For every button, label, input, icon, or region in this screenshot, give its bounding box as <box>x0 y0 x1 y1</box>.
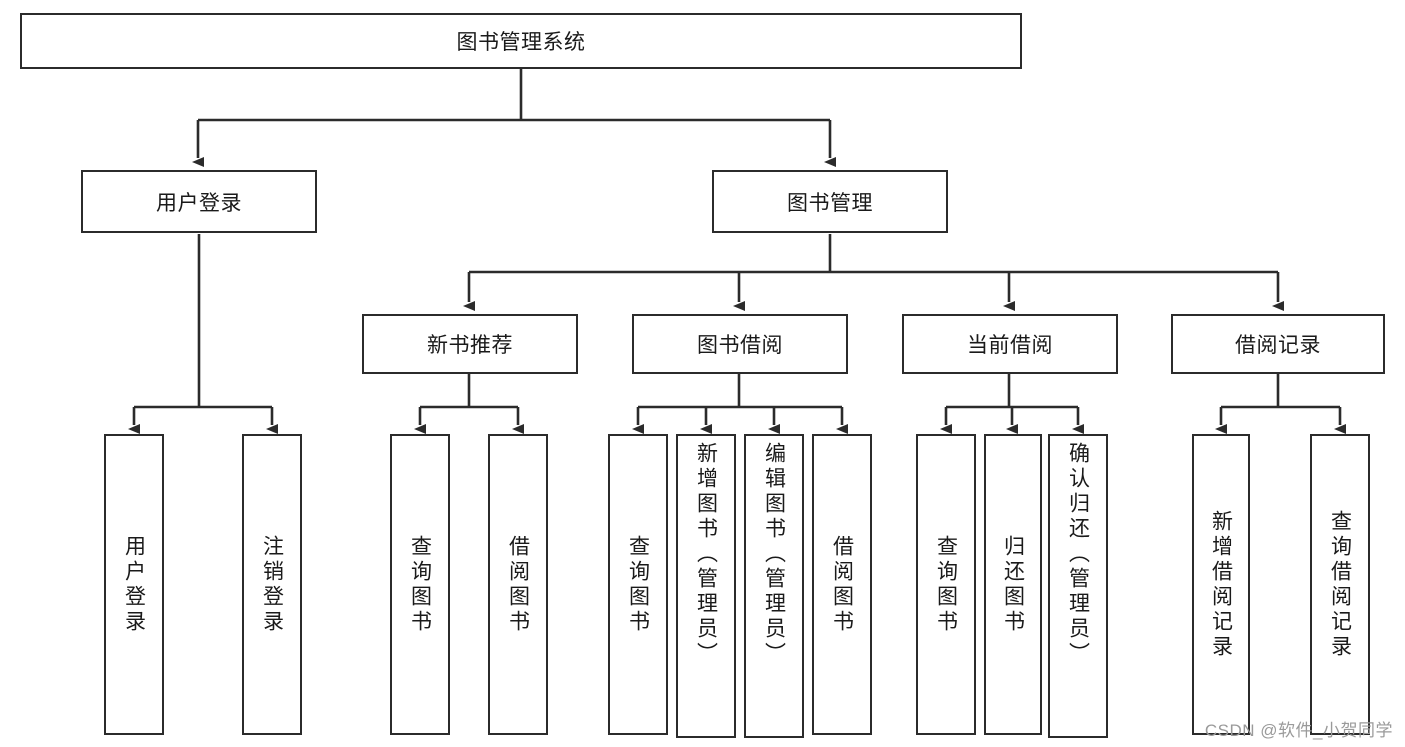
node-borrow-record-label: 借阅记录 <box>1235 334 1321 357</box>
node-root[interactable]: 图书管理系统 <box>20 13 1022 69</box>
leaf-add-book[interactable]: 新增图书（管理员） <box>676 434 736 738</box>
leaf-query-book-1[interactable]: 查询图书 <box>390 434 450 735</box>
leaf-query-book-3[interactable]: 查询图书 <box>916 434 976 735</box>
node-borrow-record[interactable]: 借阅记录 <box>1171 314 1385 374</box>
leaf-borrow-book-1-label: 借阅图书 <box>506 534 530 635</box>
leaf-query-record-label: 查询借阅记录 <box>1328 509 1352 660</box>
node-current-borrow[interactable]: 当前借阅 <box>902 314 1118 374</box>
leaf-borrow-book-2[interactable]: 借阅图书 <box>812 434 872 735</box>
node-book-borrow-label: 图书借阅 <box>697 334 783 357</box>
leaf-return-book[interactable]: 归还图书 <box>984 434 1042 735</box>
leaf-logout[interactable]: 注销登录 <box>242 434 302 735</box>
leaf-query-record[interactable]: 查询借阅记录 <box>1310 434 1370 735</box>
leaf-borrow-book-1[interactable]: 借阅图书 <box>488 434 548 735</box>
leaf-add-record-label: 新增借阅记录 <box>1209 509 1233 660</box>
leaf-user-login-label: 用户登录 <box>122 534 146 635</box>
leaf-confirm-return[interactable]: 确认归还（管理员） <box>1048 434 1108 738</box>
leaf-edit-book-label: 编辑图书（管理员） <box>762 442 786 667</box>
node-user-login[interactable]: 用户登录 <box>81 170 317 233</box>
node-book-manage-label: 图书管理 <box>787 191 873 215</box>
leaf-user-login[interactable]: 用户登录 <box>104 434 164 735</box>
leaf-borrow-book-2-label: 借阅图书 <box>830 534 854 635</box>
node-current-borrow-label: 当前借阅 <box>967 334 1053 357</box>
node-new-book-recommend[interactable]: 新书推荐 <box>362 314 578 374</box>
leaf-add-book-label: 新增图书（管理员） <box>694 442 718 667</box>
node-book-manage[interactable]: 图书管理 <box>712 170 948 233</box>
leaf-logout-label: 注销登录 <box>260 534 284 635</box>
leaf-add-record[interactable]: 新增借阅记录 <box>1192 434 1250 735</box>
node-root-label: 图书管理系统 <box>456 31 586 54</box>
leaf-query-book-2[interactable]: 查询图书 <box>608 434 668 735</box>
leaf-query-book-3-label: 查询图书 <box>934 534 958 635</box>
node-book-borrow[interactable]: 图书借阅 <box>632 314 848 374</box>
node-user-login-label: 用户登录 <box>156 191 242 215</box>
leaf-query-book-1-label: 查询图书 <box>408 534 432 635</box>
node-new-book-recommend-label: 新书推荐 <box>427 334 513 357</box>
leaf-edit-book[interactable]: 编辑图书（管理员） <box>744 434 804 738</box>
csdn-watermark: CSDN @软件_小贺同学 <box>1204 721 1393 740</box>
leaf-confirm-return-label: 确认归还（管理员） <box>1066 442 1090 667</box>
leaf-query-book-2-label: 查询图书 <box>626 534 650 635</box>
leaf-return-book-label: 归还图书 <box>1001 534 1025 635</box>
